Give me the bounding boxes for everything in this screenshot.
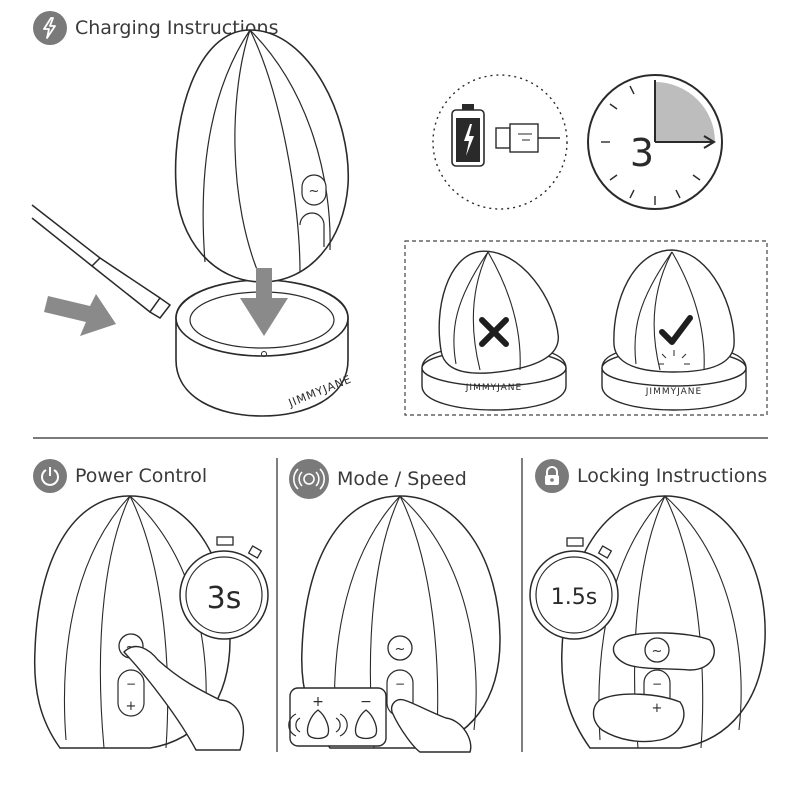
power-minus-button-label: −: [126, 677, 136, 691]
speed-inset-minus: −: [360, 694, 372, 710]
charge-hours-number: 3: [630, 131, 654, 175]
usb-cable-illustration: [31, 204, 172, 319]
lightning-bolt-icon: [33, 11, 67, 45]
charging-section-title: Charging Instructions: [33, 11, 279, 45]
locking-plus-button-label: +: [652, 701, 663, 716]
correct-placement: JIMMYJANE: [601, 249, 747, 411]
locking-title: Locking Instructions: [577, 465, 768, 487]
svg-text:~: ~: [309, 184, 320, 199]
power-icon: [33, 459, 67, 493]
power-device: ~ − +: [33, 495, 245, 751]
mode-title: Mode / Speed: [337, 468, 467, 490]
insert-arrow-down: [240, 268, 288, 336]
mode-minus-button-label: −: [395, 677, 405, 691]
mode-device: ~ − +: [301, 495, 501, 753]
charge-time-clock: 3: [587, 74, 723, 210]
vibration-waves-icon: [289, 459, 329, 499]
device-egg-charging: ~: [174, 29, 349, 283]
stopwatch-3s: 3s: [179, 536, 269, 640]
power-section-title: Power Control: [33, 459, 207, 493]
battery-usb-bubble: [432, 74, 568, 210]
padlock-icon: [535, 459, 569, 493]
locking-minus-button-label: −: [652, 677, 662, 691]
dock-brand-label-correct: JIMMYJANE: [645, 387, 702, 397]
mode-mode-button-label: ~: [395, 642, 406, 657]
power-plus-button-label: +: [126, 699, 137, 714]
speed-inset-panel: + −: [288, 687, 387, 747]
locking-mode-button-label: ~: [652, 644, 663, 659]
charging-title: Charging Instructions: [75, 17, 279, 39]
insert-arrow-left: [44, 294, 116, 336]
locking-section-title: Locking Instructions: [535, 459, 767, 493]
placement-box: [404, 240, 768, 416]
speed-inset-plus: +: [312, 694, 324, 710]
dock-brand-label-wrong: JIMMYJANE: [465, 383, 522, 393]
mode-section-title: Mode / Speed: [289, 459, 467, 499]
locking-timer-text: 1.5s: [551, 585, 597, 610]
power-title: Power Control: [75, 465, 208, 487]
stopwatch-1-5s: 1.5s: [529, 537, 619, 640]
power-timer-text: 3s: [207, 581, 242, 616]
wrong-placement: JIMMYJANE: [421, 250, 567, 411]
